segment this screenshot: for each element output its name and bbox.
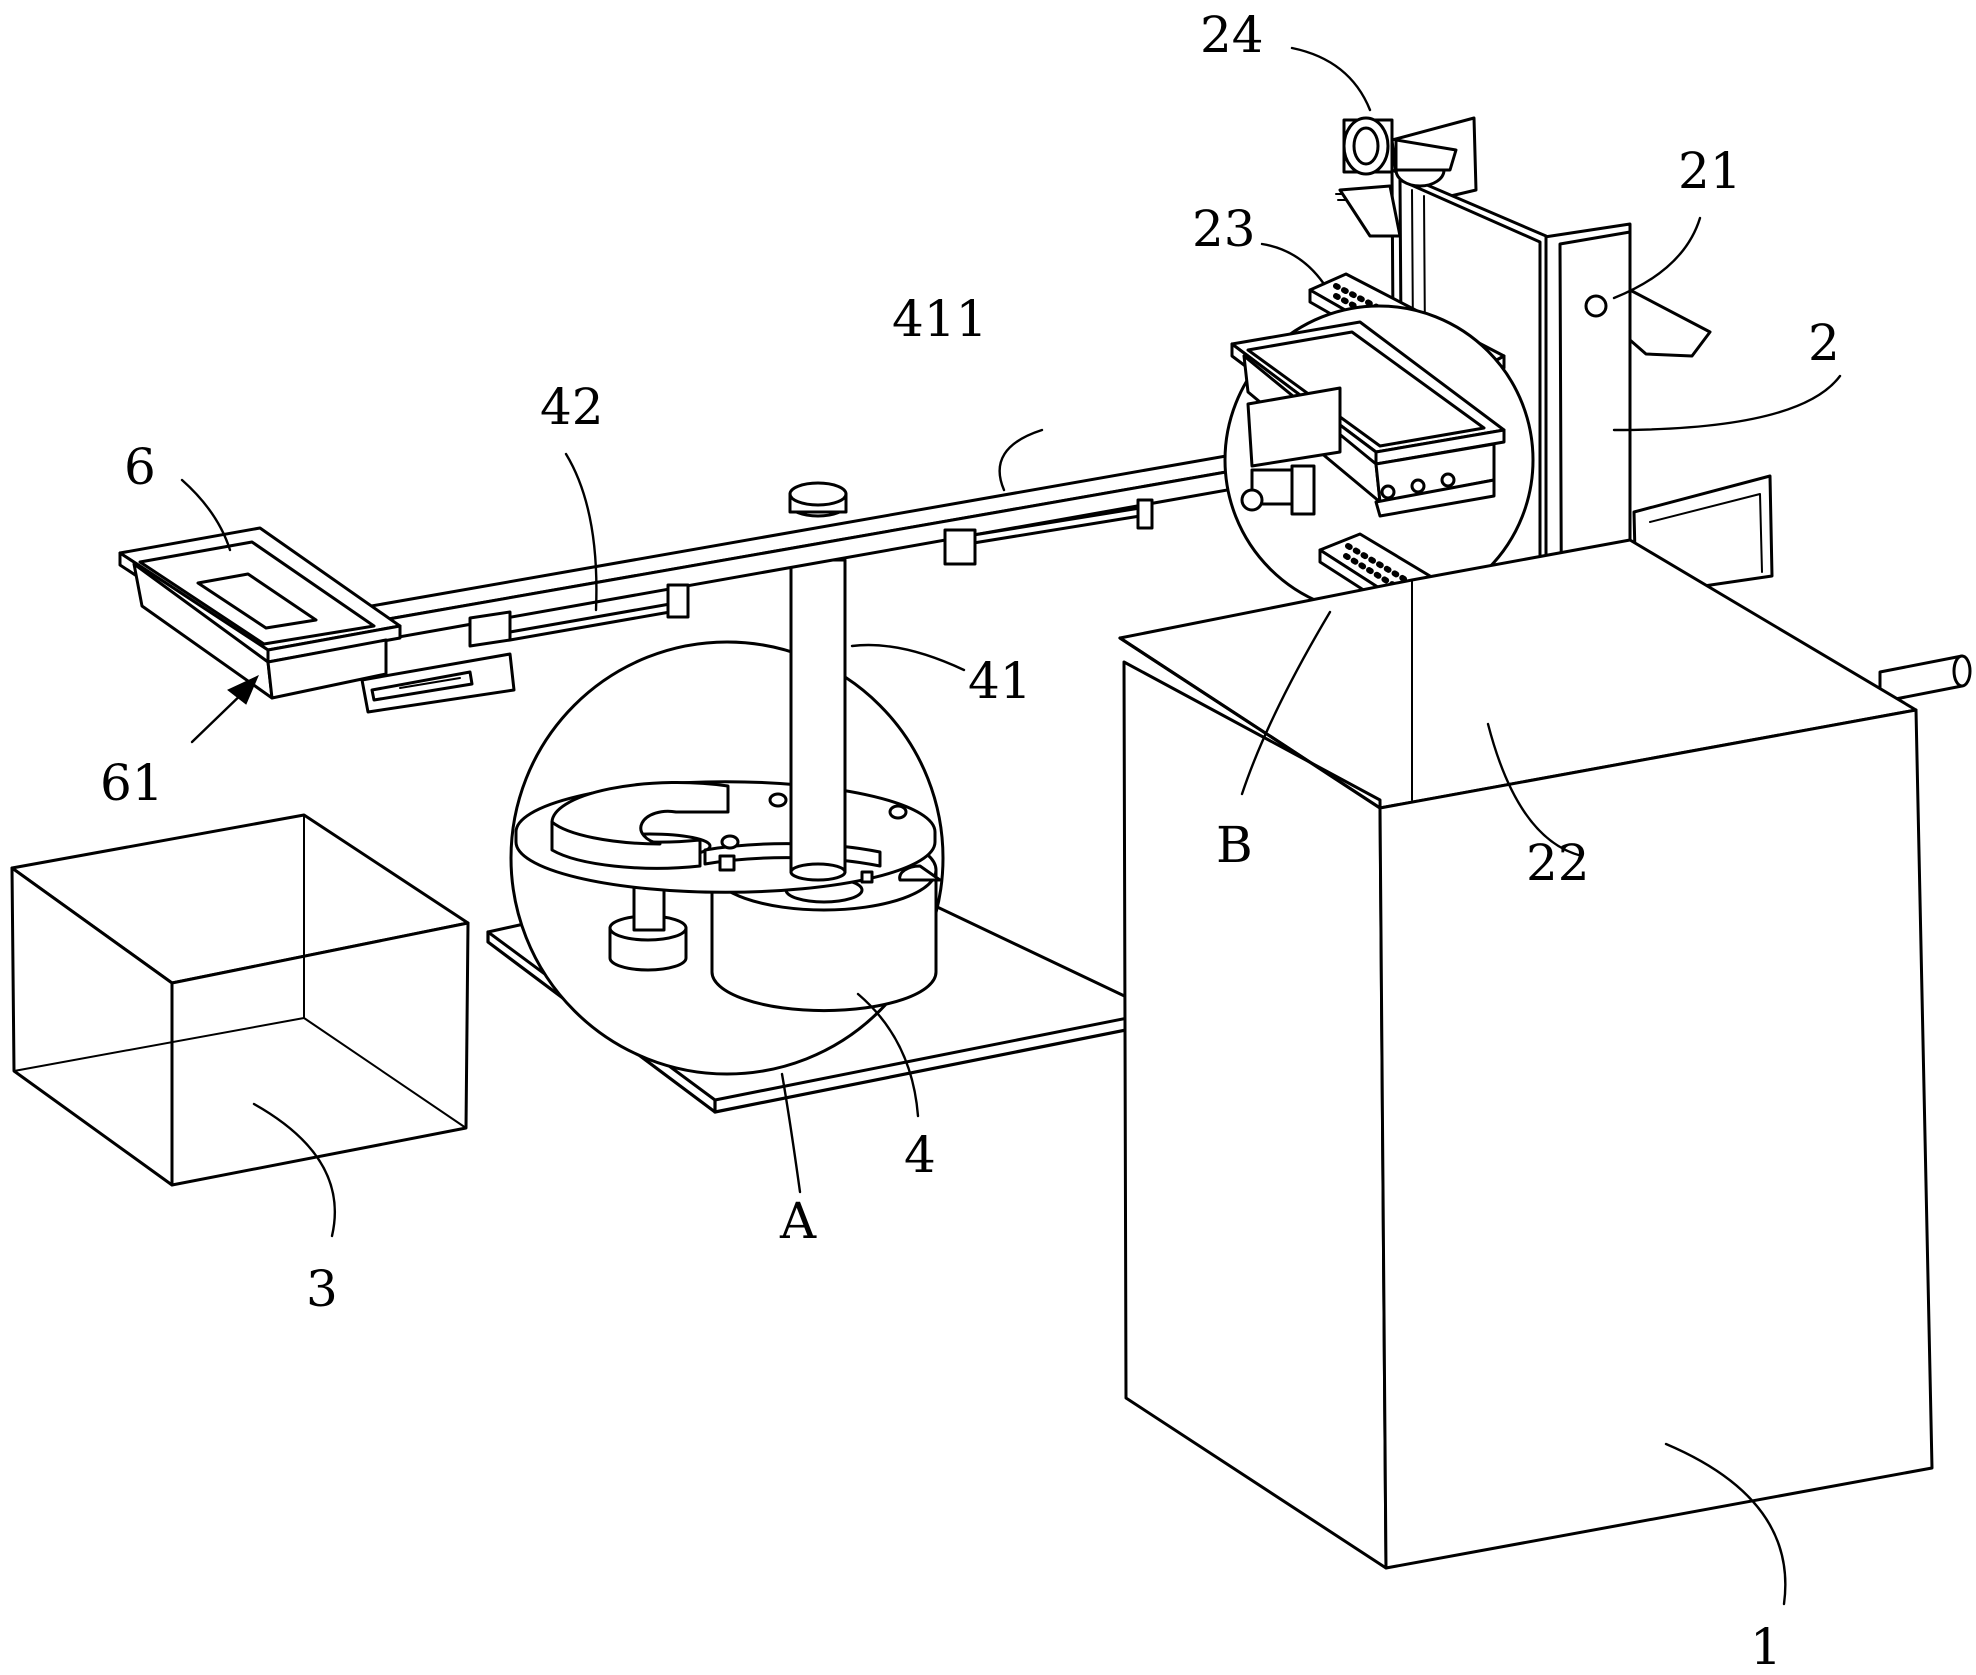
slider-61-mount [360, 652, 516, 714]
pillar-41 [789, 558, 847, 882]
label-24: 24 [1200, 6, 1264, 64]
label-1: 1 [1750, 1618, 1782, 1675]
label-A: A [779, 1192, 817, 1250]
label-23: 23 [1192, 200, 1256, 258]
label-4: 4 [904, 1126, 936, 1184]
motor-24 [1335, 116, 1402, 238]
rod-42 [468, 498, 1154, 648]
label-21: 21 [1678, 142, 1742, 200]
leader-lines [180, 46, 1842, 1606]
boom-arm-411 [358, 434, 1342, 645]
label-2: 2 [1808, 314, 1840, 372]
box-1 [1118, 538, 1934, 1570]
label-6: 6 [124, 438, 156, 496]
bin-3 [10, 813, 470, 1187]
tray-6 [118, 526, 402, 700]
label-B: B [1216, 816, 1253, 874]
label-22: 22 [1526, 834, 1590, 892]
part-labels: 24 21 23 2 411 42 6 61 41 B 22 4 A 3 1 [100, 6, 1840, 1675]
label-3: 3 [306, 1260, 338, 1318]
label-41: 41 [968, 652, 1032, 710]
label-42: 42 [540, 378, 604, 436]
tray-B [1230, 320, 1506, 518]
label-411: 411 [892, 290, 987, 348]
label-61: 61 [100, 754, 164, 812]
